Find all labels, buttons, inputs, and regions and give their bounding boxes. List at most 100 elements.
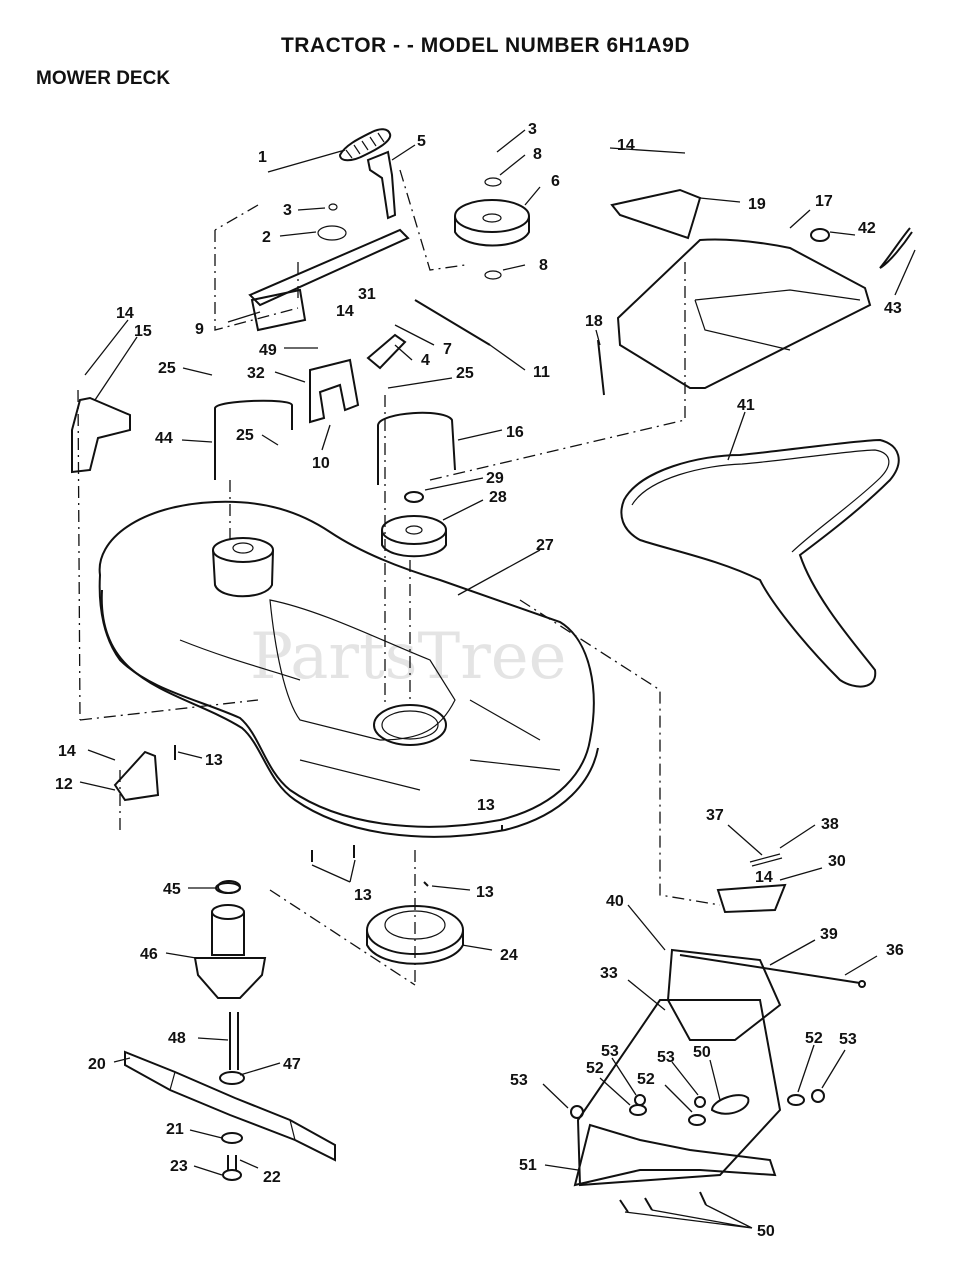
callout-14: 14 [336, 303, 354, 320]
nut-53-d [811, 1089, 825, 1103]
callout-53: 53 [510, 1072, 528, 1089]
callout-2: 2 [262, 229, 271, 246]
callout-4: 4 [421, 352, 430, 369]
callout-11: 11 [533, 364, 550, 381]
callout-7: 7 [443, 341, 452, 358]
callout-3: 3 [528, 121, 537, 138]
callout-19: 19 [748, 196, 766, 213]
callout-53: 53 [839, 1031, 857, 1048]
callout-37: 37 [706, 807, 724, 824]
callout-24: 24 [500, 947, 518, 964]
wire-guard-51 [573, 1123, 777, 1187]
bracket-15 [71, 396, 131, 474]
leader-lines [79, 129, 916, 1229]
callout-3: 3 [283, 202, 292, 219]
callout-45: 45 [163, 881, 181, 898]
mower-deck-housing [98, 500, 599, 838]
callout-17: 17 [815, 193, 833, 210]
callout-15: 15 [134, 323, 152, 340]
callout-25: 25 [236, 427, 254, 444]
callout-32: 32 [247, 365, 265, 382]
callout-50: 50 [693, 1044, 711, 1061]
nut-53-a [570, 1105, 584, 1119]
callout-18: 18 [585, 313, 603, 330]
callout-16: 16 [506, 424, 524, 441]
callout-6: 6 [551, 173, 560, 190]
bracket-50 [710, 1094, 750, 1115]
callout-31: 31 [358, 286, 376, 303]
callout-12: 12 [55, 776, 73, 793]
callout-53: 53 [657, 1049, 675, 1066]
callout-1: 1 [258, 149, 267, 166]
callout-42: 42 [858, 220, 876, 237]
callout-5: 5 [417, 133, 426, 150]
pulley-6 [454, 177, 530, 280]
callout-53: 53 [601, 1043, 619, 1060]
callout-43: 43 [884, 300, 902, 317]
callout-22: 22 [263, 1169, 281, 1186]
callout-23: 23 [170, 1158, 188, 1175]
callout-38: 38 [821, 816, 839, 833]
bolt-23 [222, 1155, 242, 1181]
callout-52: 52 [586, 1060, 604, 1077]
callout-8: 8 [539, 257, 548, 274]
callout-47: 47 [283, 1056, 301, 1073]
callout-28: 28 [489, 489, 507, 506]
callout-33: 33 [600, 965, 618, 982]
rod-11 [414, 299, 491, 346]
blade-20 [124, 1050, 336, 1162]
spindle-46 [193, 882, 267, 999]
callout-41: 41 [737, 397, 755, 414]
washer-45 [217, 880, 241, 894]
bracket-4 [366, 333, 407, 370]
bolts-13 [174, 745, 503, 887]
callout-13: 13 [477, 797, 495, 814]
shaft-48 [219, 1012, 245, 1085]
section-title: MOWER DECK [36, 68, 171, 89]
bracket-9 [248, 203, 410, 332]
lift-frame-17 [616, 238, 872, 389]
callout-39: 39 [820, 926, 838, 943]
bail-16 [377, 411, 456, 485]
callout-49: 49 [259, 342, 277, 359]
callout-13: 13 [476, 884, 494, 901]
callout-8: 8 [533, 146, 542, 163]
spring-37 [749, 853, 783, 867]
spring-1 [338, 128, 392, 162]
deflector-30 [716, 883, 787, 914]
bolts-50 [619, 1191, 707, 1213]
washer-52-right [787, 1094, 805, 1106]
idler-arm-5 [366, 150, 397, 220]
callout-48: 48 [168, 1030, 186, 1047]
page-title: TRACTOR - - MODEL NUMBER 6H1A9D [280, 34, 691, 57]
callout-13: 13 [354, 887, 372, 904]
nut-53-c [694, 1096, 706, 1108]
nut-29 [404, 491, 424, 503]
washer-42 [810, 228, 830, 242]
callout-13: 13 [205, 752, 223, 769]
rod-36 [679, 954, 866, 988]
washer-52-mid [688, 1114, 706, 1126]
callout-14: 14 [58, 743, 76, 760]
pin-18 [597, 339, 605, 396]
callout-27: 27 [536, 537, 554, 554]
bracket-12 [113, 750, 160, 802]
hairpin-43 [879, 227, 913, 269]
drive-belt-41 [620, 438, 900, 688]
rod-44 [214, 399, 293, 480]
callout-25: 25 [158, 360, 176, 377]
callout-14: 14 [617, 137, 635, 154]
callout-14: 14 [755, 869, 773, 886]
callout-21: 21 [166, 1121, 184, 1138]
callout-30: 30 [828, 853, 846, 870]
callout-25: 25 [456, 365, 474, 382]
callout-14: 14 [116, 305, 134, 322]
callout-labels: 1 2 3 3 4 5 6 7 8 8 9 10 11 12 13 13 13 … [55, 121, 904, 1240]
callout-9: 9 [195, 321, 204, 338]
callout-50: 50 [757, 1223, 775, 1240]
washer-21 [221, 1132, 243, 1144]
callout-10: 10 [312, 455, 330, 472]
callout-44: 44 [155, 430, 173, 447]
bracket-19 [610, 188, 702, 240]
